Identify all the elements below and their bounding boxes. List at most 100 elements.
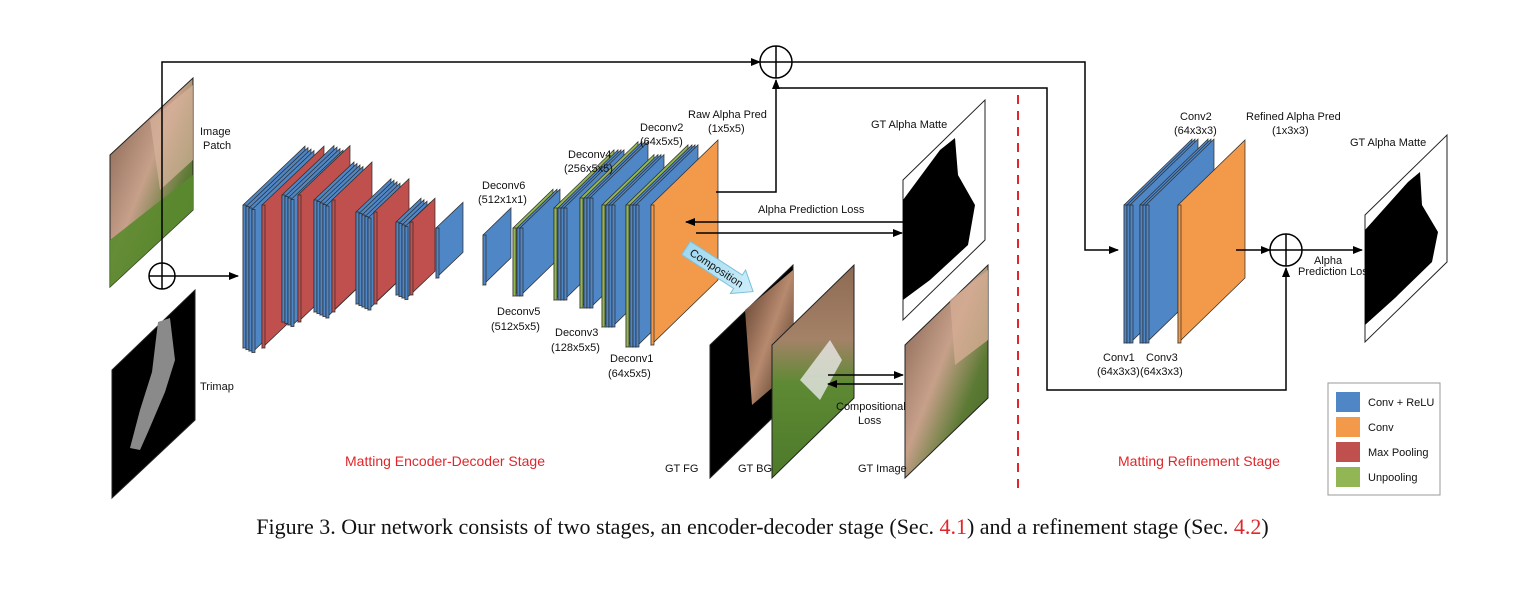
legend-swatch-3 (1336, 467, 1360, 487)
refine-layer-2-edge (1129, 204, 1134, 344)
decoder-layer-1-edge (512, 227, 517, 297)
encoder-layer-26-edge (409, 221, 414, 296)
figure-caption: Figure 3. Our network consists of two st… (0, 514, 1525, 540)
deconv4-label: Deconv4 (568, 149, 611, 161)
decoder-layer-10-edge (586, 197, 591, 309)
refined-alpha-size: (1x3x3) (1272, 125, 1309, 137)
encoder-layer-11-edge (316, 201, 321, 314)
refine-layer-1-edge (1126, 204, 1131, 344)
encoder-layer-24-edge (401, 224, 406, 299)
decoder-layer-2-edge (516, 227, 521, 297)
decoder-layer-12-edge (601, 204, 606, 328)
encoder-layer-27-edge (435, 227, 440, 279)
decoder-layer-19-edge (635, 204, 640, 348)
encoder-layer-22-edge (395, 221, 400, 296)
encoder-layer-0-edge (242, 204, 247, 349)
encoder-layer-16-edge (355, 211, 360, 305)
decoder-layer-3-edge (519, 227, 524, 297)
conv2-label: Conv2 (1180, 111, 1212, 123)
gt-fg-label: GT FG (665, 463, 698, 475)
gt-alpha-matte-left-label: GT Alpha Matte (871, 119, 947, 131)
encoder-layer-23-edge (398, 223, 403, 297)
legend-label-3: Unpooling (1368, 472, 1418, 484)
conv3-size: (64x3x3) (1140, 366, 1183, 378)
legend-label-1: Conv (1368, 422, 1394, 434)
refinement-stage-label: Matting Refinement Stage (1118, 453, 1280, 469)
decoder-layer-16-edge (625, 204, 630, 348)
legend-swatch-0 (1336, 392, 1360, 412)
encoder-layer-15-edge (331, 199, 336, 313)
decoder-layer-4-edge (553, 207, 558, 301)
decoder-layer-5-edge (557, 207, 562, 301)
caption-prefix: Figure 3. Our network consists of two st… (256, 514, 940, 539)
alpha-loss-small-2: Prediction Loss (1298, 266, 1374, 278)
encoder-decoder-stage-label: Matting Encoder-Decoder Stage (345, 453, 545, 469)
trimap-label: Trimap (200, 381, 234, 393)
deconv6-label: Deconv6 (482, 180, 525, 192)
encoder-layer-21-edge (373, 211, 378, 305)
encoder-layer-27 (435, 201, 464, 279)
decoder-layer-13-edge (605, 204, 610, 328)
compositional-loss-label-1: Compositional (836, 401, 906, 413)
encoder-layer-8-edge (290, 199, 295, 327)
gt-bg-label: GT BG (738, 463, 772, 475)
deconv4-size: (256x5x5) (564, 163, 613, 175)
encoder-layer-9-edge (297, 194, 302, 323)
decoder-layer-6-edge (560, 207, 565, 301)
decoder-layer-20-edge (650, 204, 655, 346)
caption-middle: ) and a refinement stage (Sec. (966, 514, 1234, 539)
network-diagram: Image Patch Trimap Deconv6 (512x1x1) Dec… (109, 45, 1448, 500)
image-patch-label-1: Image (200, 126, 231, 138)
deconv5-label: Deconv5 (497, 306, 540, 318)
deconv2-label: Deconv2 (640, 122, 683, 134)
encoder-layer-6-edge (284, 196, 289, 324)
encoder-layer-13-edge (322, 204, 327, 317)
decoder-layer-0 (482, 207, 512, 286)
deconv5-size: (512x5x5) (491, 321, 540, 333)
decoder-layer-11-edge (589, 197, 594, 309)
refine-layer-4-edge (1142, 204, 1147, 344)
decoder-layer-8-edge (579, 197, 584, 309)
image-patch (109, 76, 194, 289)
decoder-layer-7-edge (563, 207, 568, 301)
deconv2-size: (64x5x5) (640, 136, 683, 148)
caption-ref-4-1[interactable]: 4.1 (939, 514, 967, 539)
deconv1-label: Deconv1 (610, 353, 653, 365)
gt-alpha-matte-left (902, 98, 986, 322)
conv1-size: (64x3x3) (1097, 366, 1140, 378)
decoder-layer-14-edge (608, 204, 613, 328)
deconv6-size: (512x1x1) (478, 194, 527, 206)
legend-swatch-1 (1336, 417, 1360, 437)
decoder-layer-17-edge (629, 204, 634, 348)
refine-layer-3-edge (1139, 204, 1144, 344)
encoder-layer-5-edge (281, 194, 286, 323)
refine-layer-5-edge (1145, 204, 1150, 344)
conv3-label: Conv3 (1146, 352, 1178, 364)
image-patch-label-2: Patch (203, 140, 231, 152)
deconv1-size: (64x5x5) (608, 368, 651, 380)
legend-label-0: Conv + ReLU (1368, 397, 1434, 409)
decoder-layer-18-edge (632, 204, 637, 348)
conv2-size: (64x3x3) (1174, 125, 1217, 137)
encoder-layer-19-edge (364, 216, 369, 309)
gt-alpha-matte-right-label: GT Alpha Matte (1350, 137, 1426, 149)
caption-ref-4-2[interactable]: 4.2 (1233, 514, 1262, 539)
encoder-layer-1-edge (245, 206, 250, 350)
caption-suffix: ) (1261, 514, 1269, 539)
alpha-prediction-loss-label: Alpha Prediction Loss (758, 204, 865, 216)
compositional-loss-label-2: Loss (858, 415, 882, 427)
encoder-layer-4-edge (261, 204, 266, 349)
gt-image (904, 263, 989, 480)
encoder-layer-7-edge (287, 197, 292, 326)
encoder-layer-10-edge (313, 199, 318, 313)
conv1-label: Conv1 (1103, 352, 1135, 364)
raw-alpha-size: (1x5x5) (708, 123, 745, 135)
network-layers (242, 138, 1246, 354)
decoder-layer-0-edge (482, 234, 487, 286)
encoder-layer-18-edge (361, 214, 366, 308)
deconv3-size: (128x5x5) (551, 342, 600, 354)
encoder-layer-17-edge (358, 213, 363, 306)
refine-layer-0-edge (1123, 204, 1128, 344)
encoder-layer-20-edge (367, 217, 372, 311)
